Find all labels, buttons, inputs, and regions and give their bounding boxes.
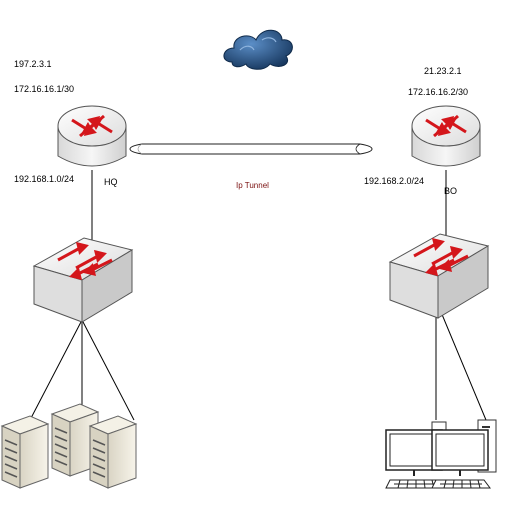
hq-lan-subnet: 192.168.1.0/24 <box>14 174 75 184</box>
bo-public-ip: 21.23.2.1 <box>424 66 462 76</box>
workstation-icon <box>431 419 497 489</box>
hq-router-icon <box>57 105 127 167</box>
server-icon <box>0 415 50 489</box>
bo-site-label: BO <box>444 186 458 196</box>
hq-switch-icon <box>32 237 134 323</box>
bo-router-icon <box>411 105 481 167</box>
server-icon <box>88 415 138 489</box>
tunnel-label: Ip Tunnel <box>236 181 269 190</box>
bo-tunnel-ip: 172.16.16.2/30 <box>408 87 469 97</box>
link-switch-server-1 <box>29 319 83 421</box>
link-switch-server-3 <box>81 319 135 421</box>
hq-public-ip: 197.2.3.1 <box>14 59 52 69</box>
bo-lan-subnet: 192.168.2.0/24 <box>364 176 425 186</box>
cloud-icon <box>223 29 293 70</box>
bo-switch-icon <box>388 233 490 319</box>
hq-tunnel-ip: 172.16.16.1/30 <box>14 84 75 94</box>
link-switch-pc-2 <box>435 299 487 421</box>
ip-tunnel <box>129 143 373 155</box>
hq-site-label: HQ <box>104 177 118 187</box>
links <box>29 170 487 421</box>
